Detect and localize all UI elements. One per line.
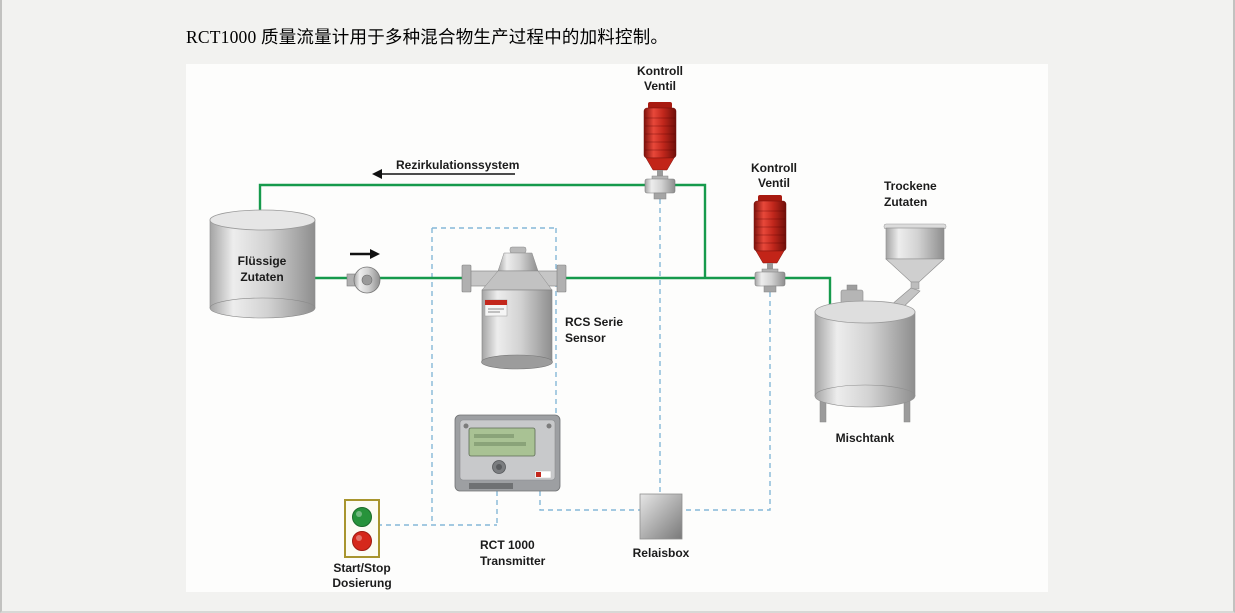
start-stop-label: Dosierung: [332, 576, 391, 590]
kontroll-ventil-top-label: Kontroll: [637, 64, 683, 78]
diagram-labels: Kontroll Ventil Rezirkulationssystem Kon…: [238, 64, 937, 590]
transmitter-label: Transmitter: [480, 554, 546, 568]
transmitter-icon: [454, 414, 561, 492]
relaisbox-label: Relaisbox: [633, 546, 690, 560]
process-diagram-svg: Kontroll Ventil Rezirkulationssystem Kon…: [209, 64, 947, 590]
dry-hopper-icon: [883, 223, 947, 318]
flow-sensor-icon: [461, 246, 567, 370]
signal-wiring: [377, 199, 771, 526]
process-diagram: Kontroll Ventil Rezirkulationssystem Kon…: [186, 64, 1048, 592]
kontroll-ventil-right-label: Kontroll: [751, 161, 797, 175]
screw-icon: [546, 423, 552, 429]
page-title: RCT1000 质量流量计用于多种混合物生产过程中的加料控制。: [186, 27, 669, 47]
mischtank-label: Mischtank: [836, 431, 895, 445]
start-stop-label: Start/Stop: [333, 561, 390, 575]
liquid-tank-icon: [209, 209, 316, 319]
fluessige-zutaten-label: Zutaten: [240, 270, 283, 284]
control-valve-right-icon: [753, 195, 787, 293]
start-button-icon: [352, 507, 372, 527]
control-valve-top-icon: [643, 102, 677, 200]
terminal-strip: [469, 483, 513, 489]
transmitter-label: RCT 1000: [480, 538, 535, 552]
rcs-sensor-label: Sensor: [565, 331, 606, 345]
trockene-zutaten-label: Zutaten: [884, 195, 927, 209]
rezirkulationssystem-label: Rezirkulationssystem: [396, 158, 519, 172]
pipe-main: [315, 276, 832, 308]
pipe-recirculation: [258, 183, 707, 278]
flow-arrows: [350, 169, 515, 259]
screw-icon: [463, 423, 469, 429]
kontroll-ventil-top-label: Ventil: [644, 79, 676, 93]
start-stop-station-icon: [344, 499, 380, 558]
rcs-sensor-label: RCS Serie: [565, 315, 623, 329]
stop-button-icon: [352, 531, 372, 551]
brand-logo-icon: [536, 472, 541, 477]
trockene-zutaten-label: Trockene: [884, 179, 937, 193]
kontroll-ventil-right-label: Ventil: [758, 176, 790, 190]
mixing-tank-icon: [814, 284, 916, 423]
relay-box-icon: [639, 493, 683, 540]
fluessige-zutaten-label: Flüssige: [238, 254, 287, 268]
signal-line-valve2-relais: [682, 292, 771, 511]
signal-line-transmitter-relais: [539, 491, 640, 511]
pump-icon: [346, 266, 381, 294]
